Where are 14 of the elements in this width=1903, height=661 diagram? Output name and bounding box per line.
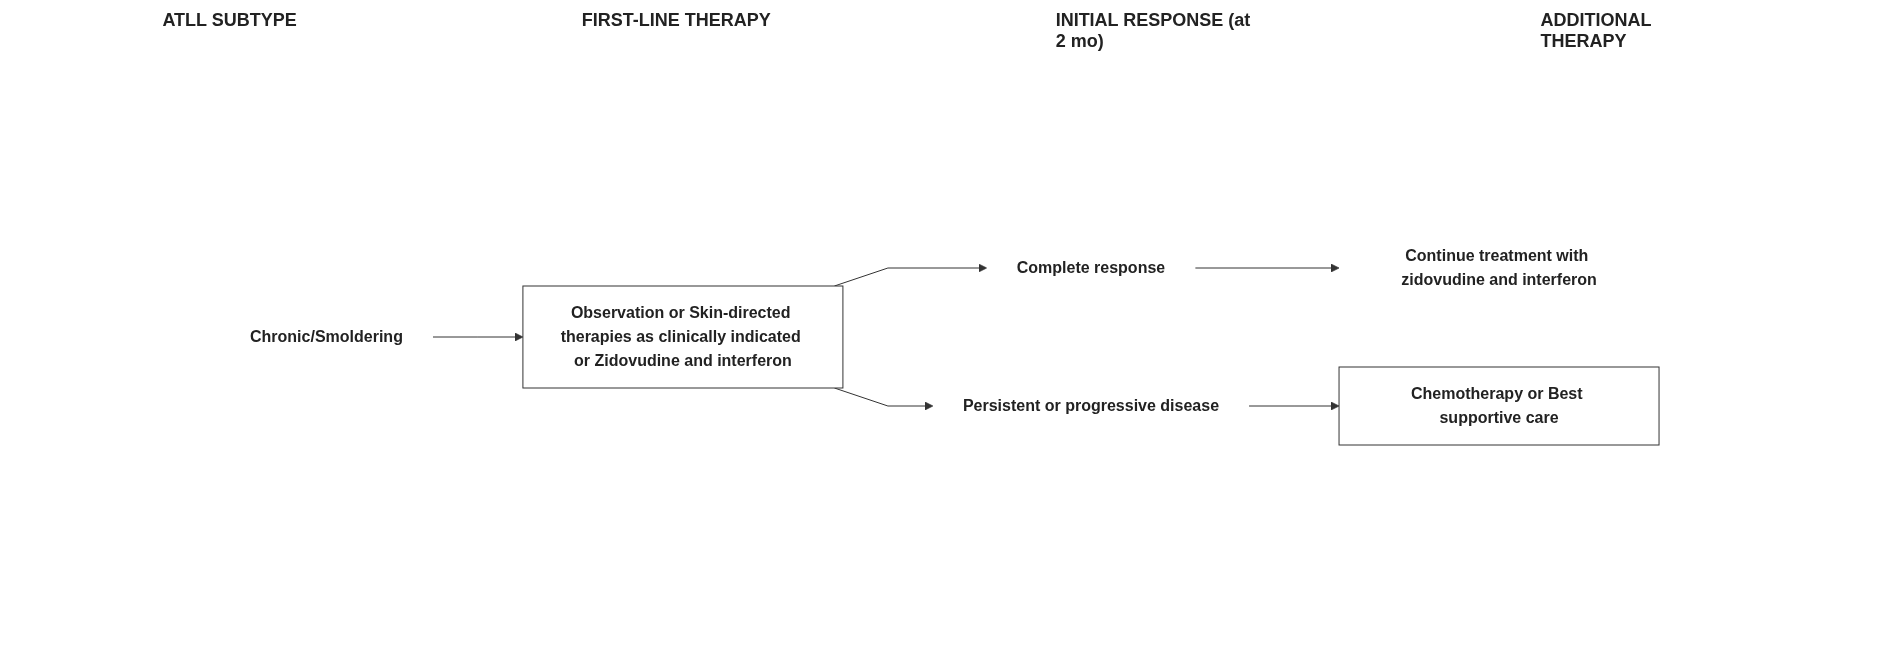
arrow: [432, 332, 524, 342]
node-text: Continue treatment with zidovudine and interferon: [1401, 247, 1598, 288]
column-heading: ADDITIONAL THERAPY: [1540, 10, 1653, 52]
node-text: Complete response: [1017, 259, 1166, 276]
arrow: [1249, 401, 1340, 411]
column-heading: INITIAL RESPONSE (at 2 mo): [1055, 10, 1252, 52]
node-box: Chemotherapy or Best supportive care: [1339, 366, 1660, 446]
arrow: [834, 263, 988, 287]
column-heading: FIRST-LINE THERAPY: [581, 10, 771, 32]
node-text: Persistent or progressive disease: [963, 397, 1220, 414]
arrow: [1195, 263, 1340, 273]
node-text: Chronic/Smoldering: [250, 328, 404, 345]
column-heading: ATLL SUBTYPE: [162, 10, 297, 32]
node-box: Observation or Skin-directed therapies as clinically indicated or Zidovudine and interferon: [522, 285, 844, 389]
